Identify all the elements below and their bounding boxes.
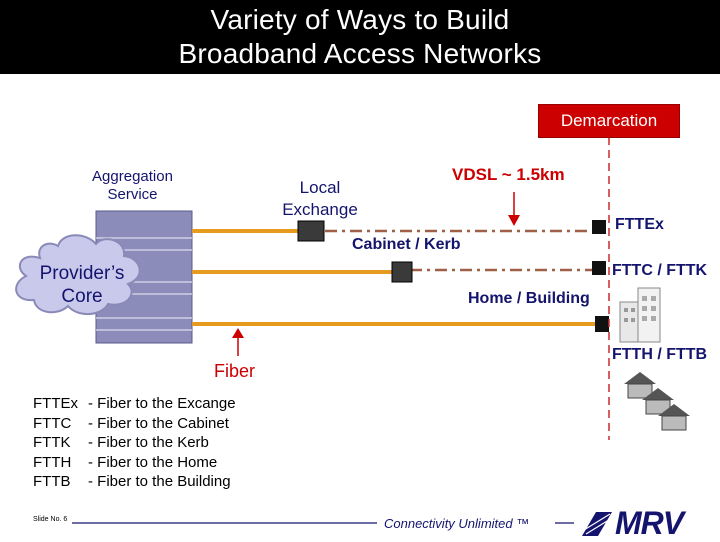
legend-definition: - Fiber to the Cabinet [88,414,229,434]
houses-icon [624,372,690,430]
ftth-terminal [595,316,609,332]
vdsl-arrow-head [508,215,520,226]
local-exchange-label: Local Exchange [270,177,370,221]
legend-row: FTTH - Fiber to the Home [33,453,236,473]
legend-term: FTTEx [33,394,88,414]
legend-definition: - Fiber to the Building [88,472,231,492]
demarcation-label: Demarcation [538,104,680,138]
legend-term: FTTK [33,433,88,453]
fiber-arrow-head [232,328,244,338]
legend-term: FTTC [33,414,88,434]
providers-core-label: Provider’s Core [22,262,142,308]
fttex-label: FTTEx [615,216,664,234]
slide-number: Slide No. 6 [33,516,67,523]
legend-definition: - Fiber to the Excange [88,394,236,414]
fttc-fttk-label: FTTC / FTTK [612,262,707,280]
fttex-terminal [592,220,606,234]
ftth-fttb-label: FTTH / FTTB [612,346,707,364]
aggregation-service-label: Aggregation Service [80,168,185,204]
legend-definition: - Fiber to the Kerb [88,433,209,453]
legend-definition: - Fiber to the Home [88,453,217,473]
legend-row: FTTC - Fiber to the Cabinet [33,414,236,434]
building-icon [620,288,660,342]
legend-row: FTTEx - Fiber to the Excange [33,394,236,414]
fiber-label: Fiber [214,361,255,382]
home-building-label: Home / Building [468,290,590,308]
legend-term: FTTH [33,453,88,473]
cabinet-equipment [392,262,412,282]
local-exchange-equipment [298,221,324,241]
mrv-logo: MRV [615,505,683,542]
acronym-legend: FTTEx - Fiber to the Excange FTTC - Fibe… [33,394,236,492]
legend-row: FTTB - Fiber to the Building [33,472,236,492]
fttc-terminal [592,261,606,275]
vdsl-label: VDSL ~ 1.5km [452,165,565,185]
cabinet-kerb-label: Cabinet / Kerb [352,236,460,254]
legend-term: FTTB [33,472,88,492]
legend-row: FTTK - Fiber to the Kerb [33,433,236,453]
mrv-logo-stripes [582,512,612,536]
footer-tagline: Connectivity Unlimited ™ [384,516,529,531]
